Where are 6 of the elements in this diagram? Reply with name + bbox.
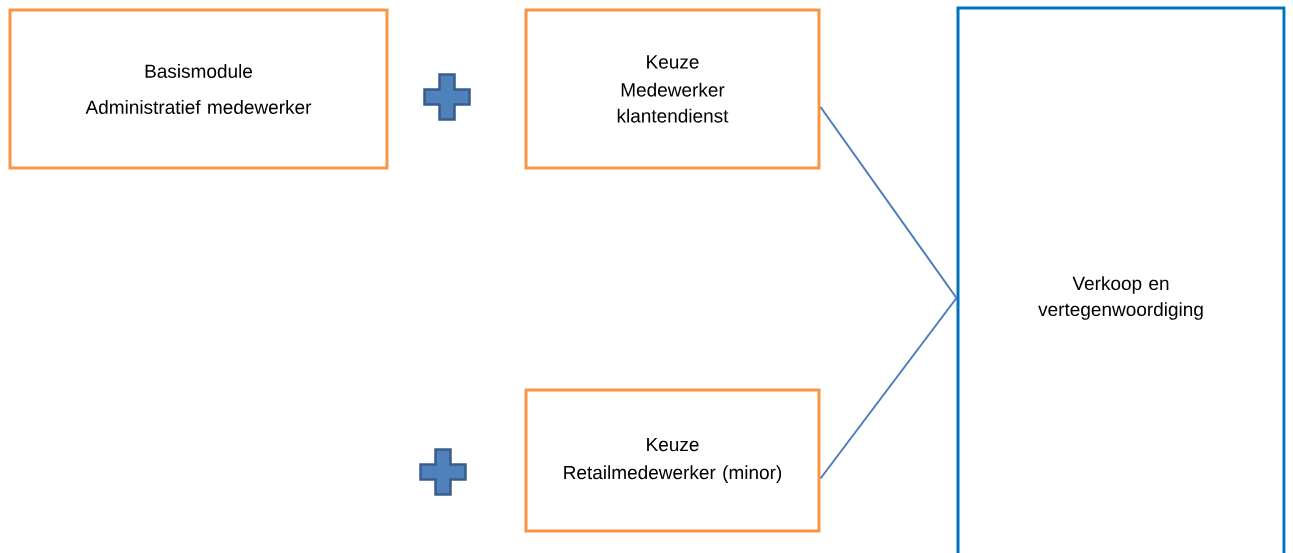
connector-line xyxy=(819,297,958,480)
process-box: Verkoop en vertegenwoordiging xyxy=(956,6,1286,553)
process-box: Keuze Retailmedewerker (minor) xyxy=(524,388,821,533)
connector-line xyxy=(819,106,958,299)
process-box: Keuze Medewerker klantendienst xyxy=(524,8,821,170)
process-box: Basismodule Administratief medewerker xyxy=(8,8,389,170)
